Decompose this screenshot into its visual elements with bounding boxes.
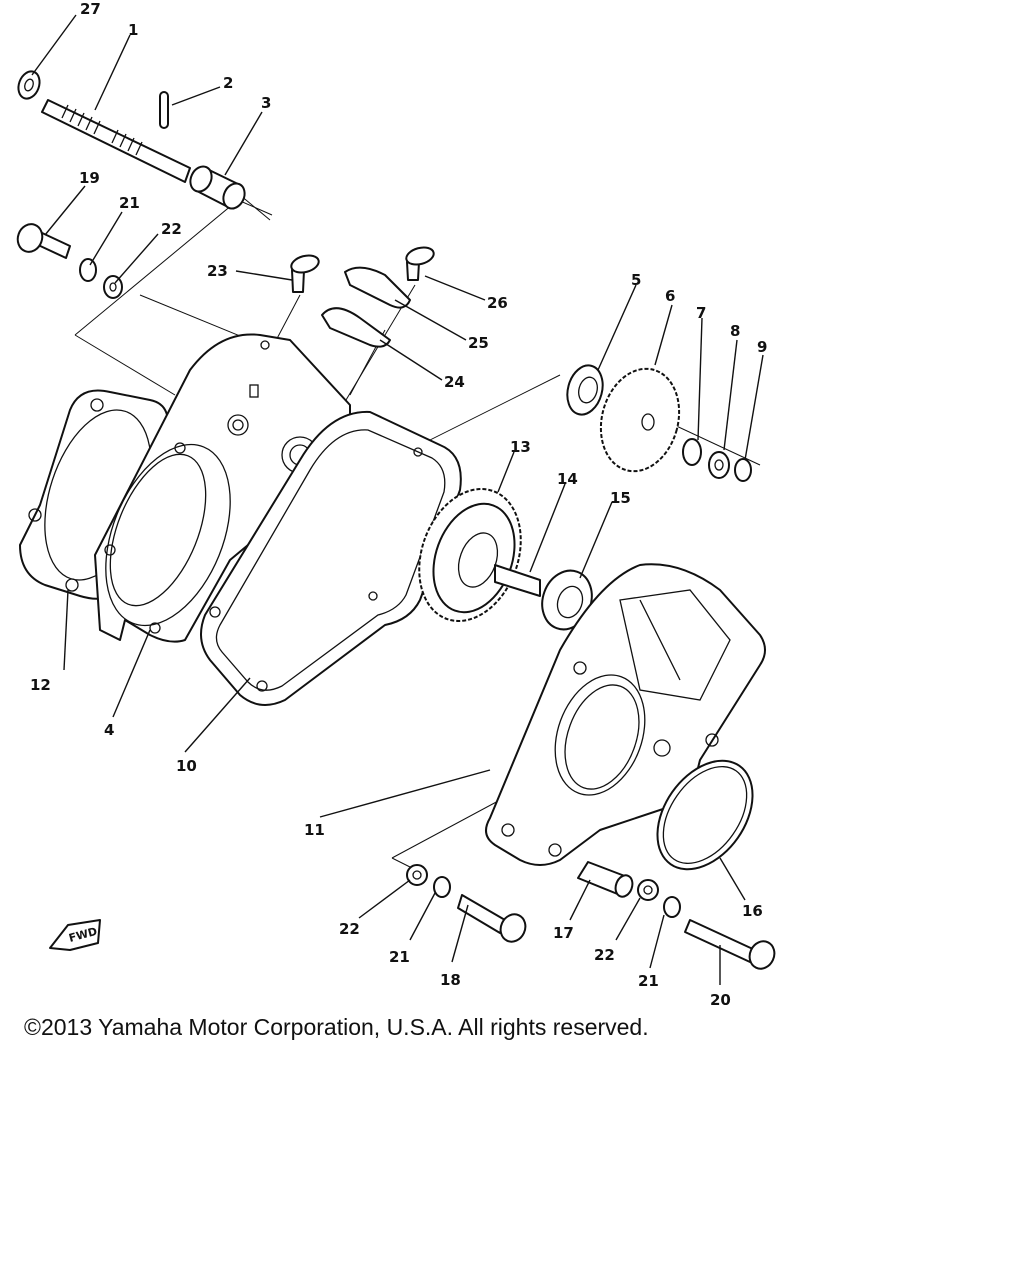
callout-13: 13 <box>510 438 531 456</box>
callout-23: 23 <box>207 262 228 280</box>
callout-19: 19 <box>79 169 100 187</box>
bottom-fasteners <box>406 861 776 970</box>
callout-4: 4 <box>104 721 114 739</box>
exploded-parts-diagram: FWD 27 1 2 <box>16 0 776 1009</box>
washer-27 <box>17 70 41 100</box>
leader-lines <box>31 14 764 985</box>
callout-22b: 22 <box>339 920 360 938</box>
fwd-arrow-icon: FWD <box>49 919 101 951</box>
callout-25: 25 <box>468 334 489 352</box>
washers-upper-left <box>79 258 123 299</box>
bolt-19 <box>16 223 71 259</box>
callout-labels: 27 1 2 3 19 21 22 23 26 25 24 5 6 7 8 9 … <box>30 0 767 1009</box>
callout-5: 5 <box>631 271 641 289</box>
callout-16: 16 <box>742 902 763 920</box>
callout-15: 15 <box>610 489 631 507</box>
pin-2 <box>159 91 169 129</box>
callout-21b: 21 <box>389 948 410 966</box>
callout-11: 11 <box>304 821 325 839</box>
callout-21c: 21 <box>638 972 659 990</box>
o-ring-16 <box>656 759 754 871</box>
callout-17: 17 <box>553 924 574 942</box>
callout-12: 12 <box>30 676 51 694</box>
callout-6: 6 <box>665 287 675 305</box>
callout-21: 21 <box>119 194 140 212</box>
callout-18: 18 <box>440 971 461 989</box>
screws-and-plates <box>290 246 435 348</box>
callout-20: 20 <box>710 991 731 1009</box>
callout-22: 22 <box>161 220 182 238</box>
callout-22c: 22 <box>594 946 615 964</box>
callout-9: 9 <box>757 338 767 356</box>
copyright-notice: ©2013 Yamaha Motor Corporation, U.S.A. A… <box>24 1014 649 1040</box>
callout-14: 14 <box>557 470 578 488</box>
gasket-10 <box>200 410 462 706</box>
callout-26: 26 <box>487 294 508 312</box>
cover-11 <box>485 563 766 866</box>
parts-5-to-9 <box>566 364 752 482</box>
callout-2: 2 <box>223 74 233 92</box>
callout-8: 8 <box>730 322 740 340</box>
housing-4 <box>94 333 351 643</box>
shaft-14 <box>494 564 541 597</box>
sleeve-3 <box>189 165 246 210</box>
callout-24: 24 <box>444 373 465 391</box>
callout-10: 10 <box>176 757 197 775</box>
callout-3: 3 <box>261 94 271 112</box>
callout-27: 27 <box>80 0 101 18</box>
callout-1: 1 <box>128 21 138 39</box>
shaft-1 <box>41 99 191 183</box>
callout-7: 7 <box>696 304 706 322</box>
